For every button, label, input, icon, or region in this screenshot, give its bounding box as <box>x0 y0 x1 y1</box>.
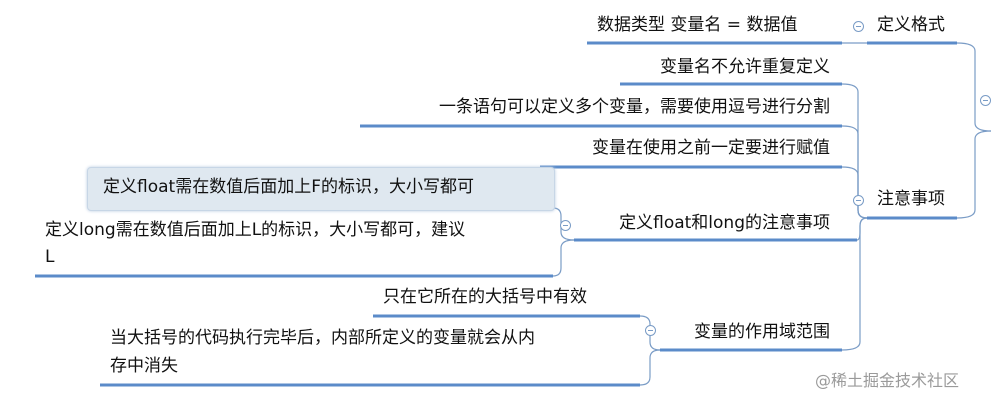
node-notes[interactable]: 注意事项 <box>877 189 945 209</box>
watermark: @稀土掘金技术社区 <box>815 371 960 390</box>
node-scope-release-line2: 存中消失 <box>110 356 178 376</box>
collapse-root-icon[interactable] <box>980 95 991 106</box>
connector-float-long <box>856 217 868 241</box>
node-long-rule-line2: L <box>45 247 55 267</box>
node-scope-braces[interactable]: 只在它所在的大括号中有效 <box>383 287 587 307</box>
connector-long-rule <box>552 239 575 277</box>
connector-scope <box>841 217 868 351</box>
selected-node-highlight[interactable] <box>87 167 555 211</box>
collapse-notes-icon[interactable] <box>853 195 864 206</box>
node-scope[interactable]: 变量的作用域范围 <box>694 322 830 342</box>
node-multi-var-comma[interactable]: 一条语句可以定义多个变量，需要使用逗号进行分割 <box>439 97 830 117</box>
node-long-rule-line1[interactable]: 定义long需在数值后面加上L的标识，大小写都可，建议 <box>45 220 466 240</box>
node-no-duplicate-name[interactable]: 变量名不允许重复定义 <box>660 57 830 77</box>
node-define-format[interactable]: 定义格式 <box>877 15 945 35</box>
collapse-scope-icon[interactable] <box>645 325 656 336</box>
node-format-value[interactable]: 数据类型 变量名 = 数据值 <box>597 15 798 35</box>
connector-root-format <box>956 42 991 132</box>
connector-root-notes <box>956 130 991 219</box>
node-float-long[interactable]: 定义float和long的注意事项 <box>619 213 830 233</box>
collapse-float-long-icon[interactable] <box>560 220 571 231</box>
connector-assign <box>841 166 868 219</box>
node-float-rule[interactable]: 定义float需在数值后面加上F的标识，大小写都可 <box>103 177 474 197</box>
node-assign-before-use[interactable]: 变量在使用之前一定要进行赋值 <box>592 138 830 158</box>
connector-scope-release <box>639 349 661 386</box>
collapse-format-icon[interactable] <box>853 21 864 32</box>
node-scope-release-line1[interactable]: 当大括号的代码执行完毕后，内部所定义的变量就会从内 <box>110 328 535 348</box>
